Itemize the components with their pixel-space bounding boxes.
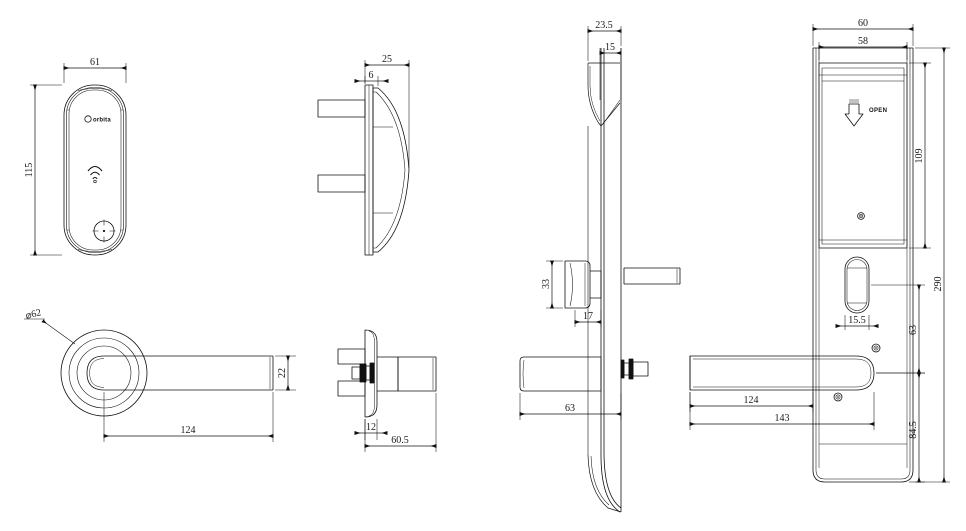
dim-label-knob-depth: 17 [583, 311, 593, 322]
view-reader-side [317, 84, 410, 256]
view-lock-profile [519, 48, 681, 513]
dim-label-lockfront-handle-length: 124 [744, 395, 759, 406]
dim-label-plate-thickness: 12 [366, 422, 376, 433]
dim-knob-depth [574, 310, 602, 327]
dim-profile-panel-depth [599, 48, 622, 100]
thumbturn-oval-icon [844, 256, 870, 314]
dim-reader-width [63, 63, 127, 83]
indicator-button-icon [92, 219, 116, 243]
dim-label-reader-section-height: 109 [914, 149, 925, 164]
dim-handle-to-bottom [876, 372, 925, 483]
dim-label-upper-span: 63 [908, 325, 919, 335]
dim-label-rosette-diameter: ⌀62 [24, 307, 42, 322]
dim-label-reader-width: 61 [90, 57, 100, 68]
dim-label-lower-span: 84.5 [908, 421, 919, 439]
open-arrow-icon [844, 99, 864, 127]
dim-label-reader-depth: 25 [382, 54, 392, 65]
rfid-wave-icon [87, 165, 103, 184]
dim-label-total-height: 290 [933, 277, 944, 292]
dim-escutcheon-inner-width [818, 42, 908, 60]
dim-label-reader-plate: 6 [369, 70, 374, 81]
open-label: OPEN [869, 108, 887, 114]
dim-reader-section-height [909, 62, 931, 249]
view-reader-front [63, 84, 127, 256]
dim-knob-height [546, 260, 563, 309]
dim-label-profile-top-depth: 23.5 [595, 20, 613, 31]
screw-icon [857, 212, 865, 220]
dim-lockfront-plate-length [689, 392, 875, 430]
dim-label-reader-height: 115 [24, 163, 35, 178]
dim-escutcheon-total-height [915, 47, 950, 483]
dim-label-outer-width: 60 [858, 18, 868, 29]
dim-handle-height [275, 355, 296, 391]
dim-label-thumbturn-width: 15.5 [848, 315, 866, 326]
view-lock-front [689, 47, 914, 483]
dim-label-profile-panel-depth: 15 [605, 42, 615, 53]
dim-label-handle-depth: 60.5 [391, 435, 409, 446]
dim-escutcheon-outer-width [812, 24, 914, 46]
dim-thumbturn-width [835, 315, 879, 330]
dim-label-handle-length: 124 [181, 425, 196, 436]
dim-plate-thickness [354, 76, 389, 86]
view-handle-side [337, 329, 437, 418]
dim-profile-top-depth [587, 26, 622, 61]
screw-icon [871, 343, 881, 353]
dim-label-inner-width: 58 [858, 36, 868, 47]
dim-label-handle-projection: 63 [565, 403, 575, 414]
dim-label-lockfront-plate-length: 143 [775, 413, 790, 424]
dim-handle-total-depth [364, 393, 437, 452]
reader-logo-text: orbita [93, 118, 111, 124]
dim-rosette-diameter [24, 318, 76, 345]
dim-label-handle-height: 22 [277, 368, 288, 378]
dim-handle-projection [519, 393, 622, 420]
screw-icon [833, 392, 843, 402]
dim-handle-length [103, 392, 274, 442]
view-handle-front [60, 329, 274, 417]
dim-label-knob-height: 33 [541, 279, 552, 289]
dim-reader-height [30, 84, 62, 256]
reader-logo [84, 115, 92, 123]
